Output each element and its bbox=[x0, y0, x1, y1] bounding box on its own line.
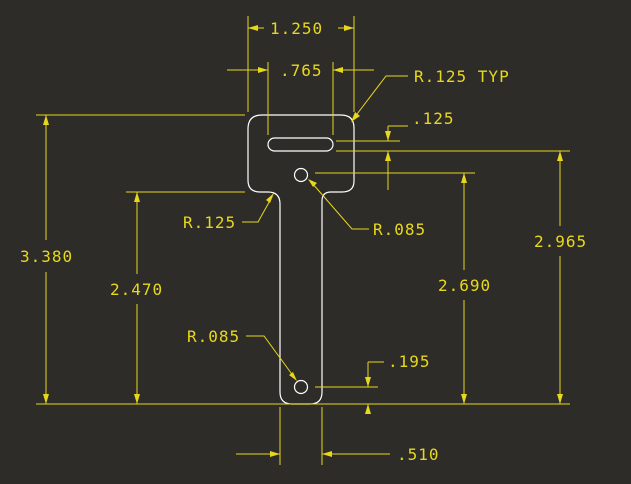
hole-radius-top-label: R.085 bbox=[373, 220, 426, 239]
dim-slot-length: .765 bbox=[227, 61, 374, 80]
slot-width-label: .125 bbox=[412, 109, 455, 128]
dim-total-height: 3.380 bbox=[20, 115, 73, 404]
part-outline bbox=[247, 114, 355, 405]
stem-width-label: .510 bbox=[397, 445, 440, 464]
shoulder-height-label: 2.470 bbox=[110, 280, 163, 299]
dim-corner-radius: R.125 TYP bbox=[351, 67, 510, 122]
part-geometry bbox=[247, 114, 355, 405]
dim-hole-radius-top: R.085 bbox=[308, 179, 426, 239]
hole-bottom bbox=[293, 379, 309, 395]
dim-hole-offset: .195 bbox=[365, 352, 431, 414]
slot-length-label: .765 bbox=[280, 61, 323, 80]
hole-top bbox=[293, 167, 309, 183]
width-top-label: 1.250 bbox=[270, 19, 323, 38]
dim-neck-radius: R.125 bbox=[183, 193, 274, 232]
dim-width-top: 1.250 bbox=[248, 19, 354, 38]
hole-height-label: 2.690 bbox=[438, 276, 491, 295]
hole-radius-bottom-label: R.085 bbox=[187, 327, 240, 346]
dim-stem-width: .510 bbox=[236, 445, 440, 464]
total-height-label: 3.380 bbox=[20, 247, 73, 266]
dim-shoulder-height: 2.470 bbox=[110, 192, 163, 404]
neck-radius-label: R.125 bbox=[183, 213, 236, 232]
corner-radius-label: R.125 TYP bbox=[414, 67, 510, 86]
slot-height-label: 2.965 bbox=[534, 232, 587, 251]
dim-hole-height: 2.690 bbox=[438, 173, 491, 404]
dim-slot-width: .125 bbox=[385, 109, 455, 190]
hole-offset-label: .195 bbox=[388, 352, 431, 371]
extension-lines bbox=[36, 16, 570, 465]
dim-slot-height: 2.965 bbox=[534, 151, 587, 404]
slot bbox=[267, 137, 334, 152]
dim-hole-radius-bottom: R.085 bbox=[187, 327, 297, 381]
